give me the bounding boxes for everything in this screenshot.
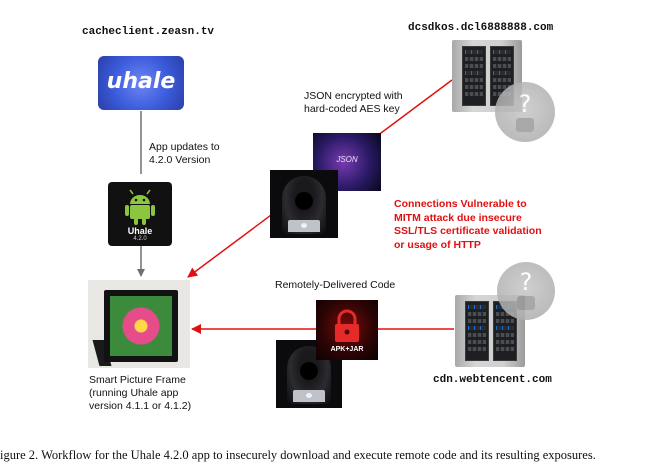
unknown-laptop-icon <box>516 118 534 132</box>
frame-photo <box>110 296 172 356</box>
unknown-actor-bottom: ? <box>497 262 555 320</box>
smart-picture-frame <box>88 280 190 368</box>
unknown-actor-top: ? <box>495 82 555 142</box>
apk-jar-tile: APK+JAR <box>316 300 378 360</box>
figure-caption: igure 2. Workflow for the Uhale 4.2.0 ap… <box>0 448 596 462</box>
apk-jar-text: APK+JAR <box>330 346 364 353</box>
remote-code-label: Remotely-Delivered Code <box>275 279 396 291</box>
mitm-warning: Connections Vulnerable to MITM attack du… <box>394 198 542 251</box>
app-version: 4.2.0 <box>133 236 147 242</box>
cdn-host-label: cdn.webtencent.com <box>433 374 552 386</box>
lock-icon <box>335 309 359 342</box>
question-mark-icon: ? <box>518 90 532 118</box>
app-name: Uhale <box>127 226 153 236</box>
attacker-top <box>270 170 338 238</box>
frame-border <box>104 290 178 362</box>
android-robot-icon <box>125 189 155 225</box>
laptop-icon <box>293 390 325 402</box>
laptop-icon <box>288 220 320 232</box>
frame-label: Smart Picture Frame (running Uhale app v… <box>89 374 192 412</box>
uhale-logo-text: uhale <box>106 69 176 94</box>
dcsdkos-host-label: dcsdkos.dcl6888888.com <box>408 22 554 34</box>
hacker-face <box>300 362 318 380</box>
json-tile-text: JSON <box>336 155 358 164</box>
json-label: JSON encrypted with hard-coded AES key <box>304 90 403 115</box>
server-rack-left <box>465 301 489 361</box>
unknown-laptop-icon <box>517 296 535 310</box>
question-mark-icon: ? <box>519 268 533 296</box>
uhale-app-icon: Uhale 4.2.0 <box>108 182 172 246</box>
uhale-logo: uhale <box>98 56 184 110</box>
cache-host-label: cacheclient.zeasn.tv <box>82 26 215 38</box>
update-label: App updates to 4.2.0 Version <box>149 141 220 166</box>
hacker-face <box>295 192 313 210</box>
server-rack-left <box>462 46 486 106</box>
